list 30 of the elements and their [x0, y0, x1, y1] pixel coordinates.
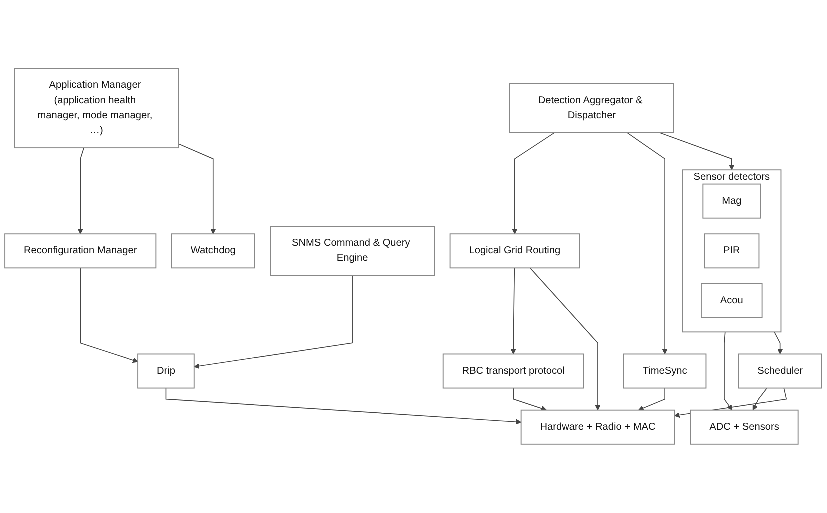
arrow [659, 132, 735, 170]
node-box: Watchdog [171, 234, 256, 269]
node-box: Hardware + Radio + MAC [520, 410, 676, 445]
node-box: TimeSync [623, 354, 707, 389]
arrow [194, 275, 353, 370]
arrow [78, 148, 84, 234]
arrow [80, 268, 138, 364]
arrow [774, 332, 784, 354]
node-box: Drip [138, 354, 195, 389]
arrow [724, 332, 733, 411]
arrow [530, 268, 601, 411]
arrow [626, 132, 668, 354]
node-box: Reconfiguration Manager [4, 234, 157, 269]
arrow [638, 388, 666, 411]
node-box: Logical Grid Routing [450, 234, 580, 269]
node-box: PIR [704, 234, 760, 269]
arrow [510, 268, 516, 354]
arrow [512, 132, 556, 234]
node-box: RBC transport protocol [442, 354, 584, 389]
node-box: Application Manager (application health manager, mode manager, …) [14, 68, 180, 149]
node-box: ADC + Sensors [690, 410, 799, 445]
arrow [513, 388, 548, 412]
node-box: Acou [701, 283, 763, 318]
arrow [752, 388, 768, 411]
node-box: SNMS Command & Query Engine [270, 226, 436, 276]
node-box: Detection Aggregator & Dispatcher [510, 83, 674, 134]
arrow [166, 388, 522, 425]
node-box: Scheduler [738, 354, 822, 389]
arrow [178, 144, 216, 234]
node-box: Mag [702, 184, 762, 219]
